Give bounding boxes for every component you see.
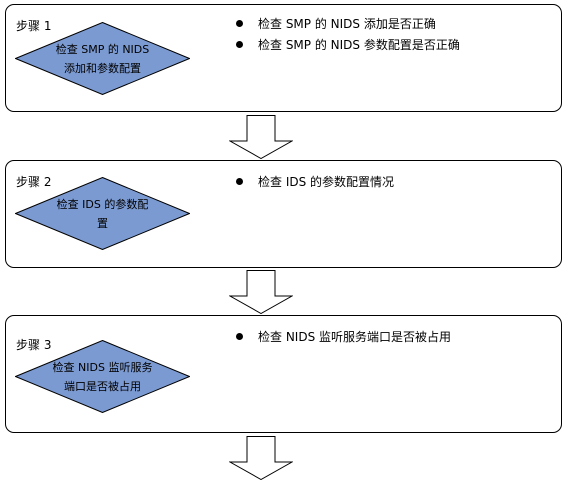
step-1-diamond-shape	[15, 22, 190, 95]
down-arrow-icon	[229, 270, 293, 314]
step-2-diamond: 检查 IDS 的参数配 置	[15, 177, 190, 250]
step-2-bullet-list: 检查 IDS 的参数配置情况	[232, 174, 394, 195]
bullet-icon	[236, 333, 243, 340]
step-2-diamond-text: 检查 IDS 的参数配 置	[15, 177, 190, 250]
step-3-diamond-text: 检查 NIDS 监听服务 端口是否被占用	[15, 340, 190, 413]
step-2-diamond-shape	[15, 177, 190, 250]
list-item: 检查 IDS 的参数配置情况	[232, 174, 394, 195]
step-1-bullet-list: 检查 SMP 的 NIDS 添加是否正确 检查 SMP 的 NIDS 参数配置是…	[232, 16, 460, 58]
step-2-label: 步骤 2	[16, 175, 52, 189]
step-2-bullet-1-text: 检查 IDS 的参数配置情况	[258, 175, 395, 189]
step-2-diamond-line-1: 检查 IDS 的参数配	[56, 197, 149, 211]
step-3-label: 步骤 3	[16, 338, 52, 352]
step-3-diamond-line-2: 端口是否被占用	[64, 379, 141, 393]
step-3-bullet-1-text: 检查 NIDS 监听服务端口是否被占用	[258, 330, 452, 344]
list-item: 检查 SMP 的 NIDS 参数配置是否正确	[232, 37, 460, 58]
step-1-diamond: 检查 SMP 的 NIDS 添加和参数配置	[15, 22, 190, 95]
list-item: 检查 SMP 的 NIDS 添加是否正确	[232, 16, 460, 37]
down-arrow-icon	[229, 436, 293, 480]
step-1-diamond-line-2: 添加和参数配置	[64, 61, 141, 75]
step-1-diamond-line-1: 检查 SMP 的 NIDS	[55, 42, 150, 56]
step-1-label: 步骤 1	[16, 19, 52, 33]
down-arrow-icon	[229, 115, 293, 159]
step-3-diamond: 检查 NIDS 监听服务 端口是否被占用	[15, 340, 190, 413]
bullet-icon	[236, 20, 243, 27]
step-1-bullet-1-text: 检查 SMP 的 NIDS 添加是否正确	[258, 17, 436, 31]
step-3-diamond-line-1: 检查 NIDS 监听服务	[52, 360, 153, 374]
step-3-bullet-list: 检查 NIDS 监听服务端口是否被占用	[232, 329, 451, 350]
step-2-diamond-line-2: 置	[97, 216, 108, 230]
bullet-icon	[236, 178, 243, 185]
step-1-diamond-text: 检查 SMP 的 NIDS 添加和参数配置	[15, 22, 190, 95]
step-1-bullet-2-text: 检查 SMP 的 NIDS 参数配置是否正确	[258, 38, 460, 52]
bullet-icon	[236, 41, 243, 48]
list-item: 检查 NIDS 监听服务端口是否被占用	[232, 329, 451, 350]
step-3-diamond-shape	[15, 340, 190, 413]
